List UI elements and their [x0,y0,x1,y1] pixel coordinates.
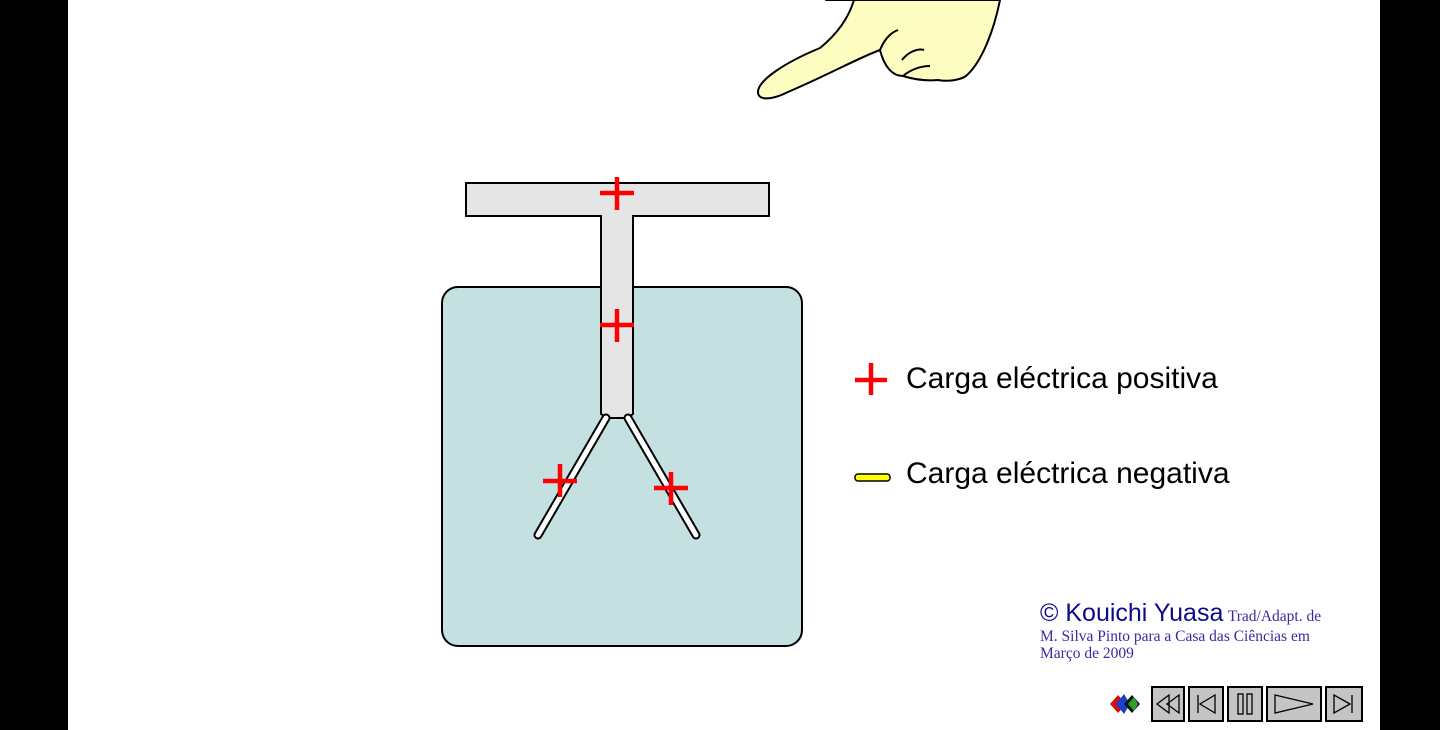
play-button[interactable] [1266,686,1322,722]
credit-line-3: Março de 2009 [1040,645,1134,662]
plus-icon [855,363,887,395]
player-controls [1108,684,1363,724]
back-to-start-button[interactable] [1188,686,1224,722]
skip-to-end-button[interactable] [1325,686,1363,722]
electroscope-diagram [441,0,1001,647]
legend-negative: Carga eléctrica negativa [854,456,1230,492]
skip-forward-icon [1333,693,1353,715]
credit-author: © Kouichi Yuasa [1040,599,1224,627]
minus-icon [854,473,891,482]
skip-back-icon [1197,693,1216,715]
rewind-button[interactable] [1151,686,1185,722]
legend-positive-label: Carga eléctrica positiva [906,362,1218,395]
pause-button[interactable] [1227,686,1263,722]
logo-icon [1110,694,1140,714]
pointing-hand-icon [757,0,1001,100]
pause-icon [1237,693,1253,715]
animation-stage: Carga eléctrica positiva Carga eléctrica… [68,0,1380,730]
positive-charge-rod [600,309,634,342]
positive-charge-right-leaf [654,472,688,505]
credit-line-1: Trad/Adapt. de [1227,608,1322,625]
positive-charge-disc [600,177,634,210]
credit-block: © Kouichi Yuasa Trad/Adapt. de M. Silva … [1040,599,1370,662]
positive-charge-left-leaf [543,464,577,497]
play-icon [1274,694,1314,714]
legend-positive: Carga eléctrica positiva [854,361,1218,397]
credit-line-2: M. Silva Pinto para a Casa das Ciências … [1040,628,1310,645]
rewind-icon [1155,693,1180,715]
legend-negative-label: Carga eléctrica negativa [906,457,1230,490]
